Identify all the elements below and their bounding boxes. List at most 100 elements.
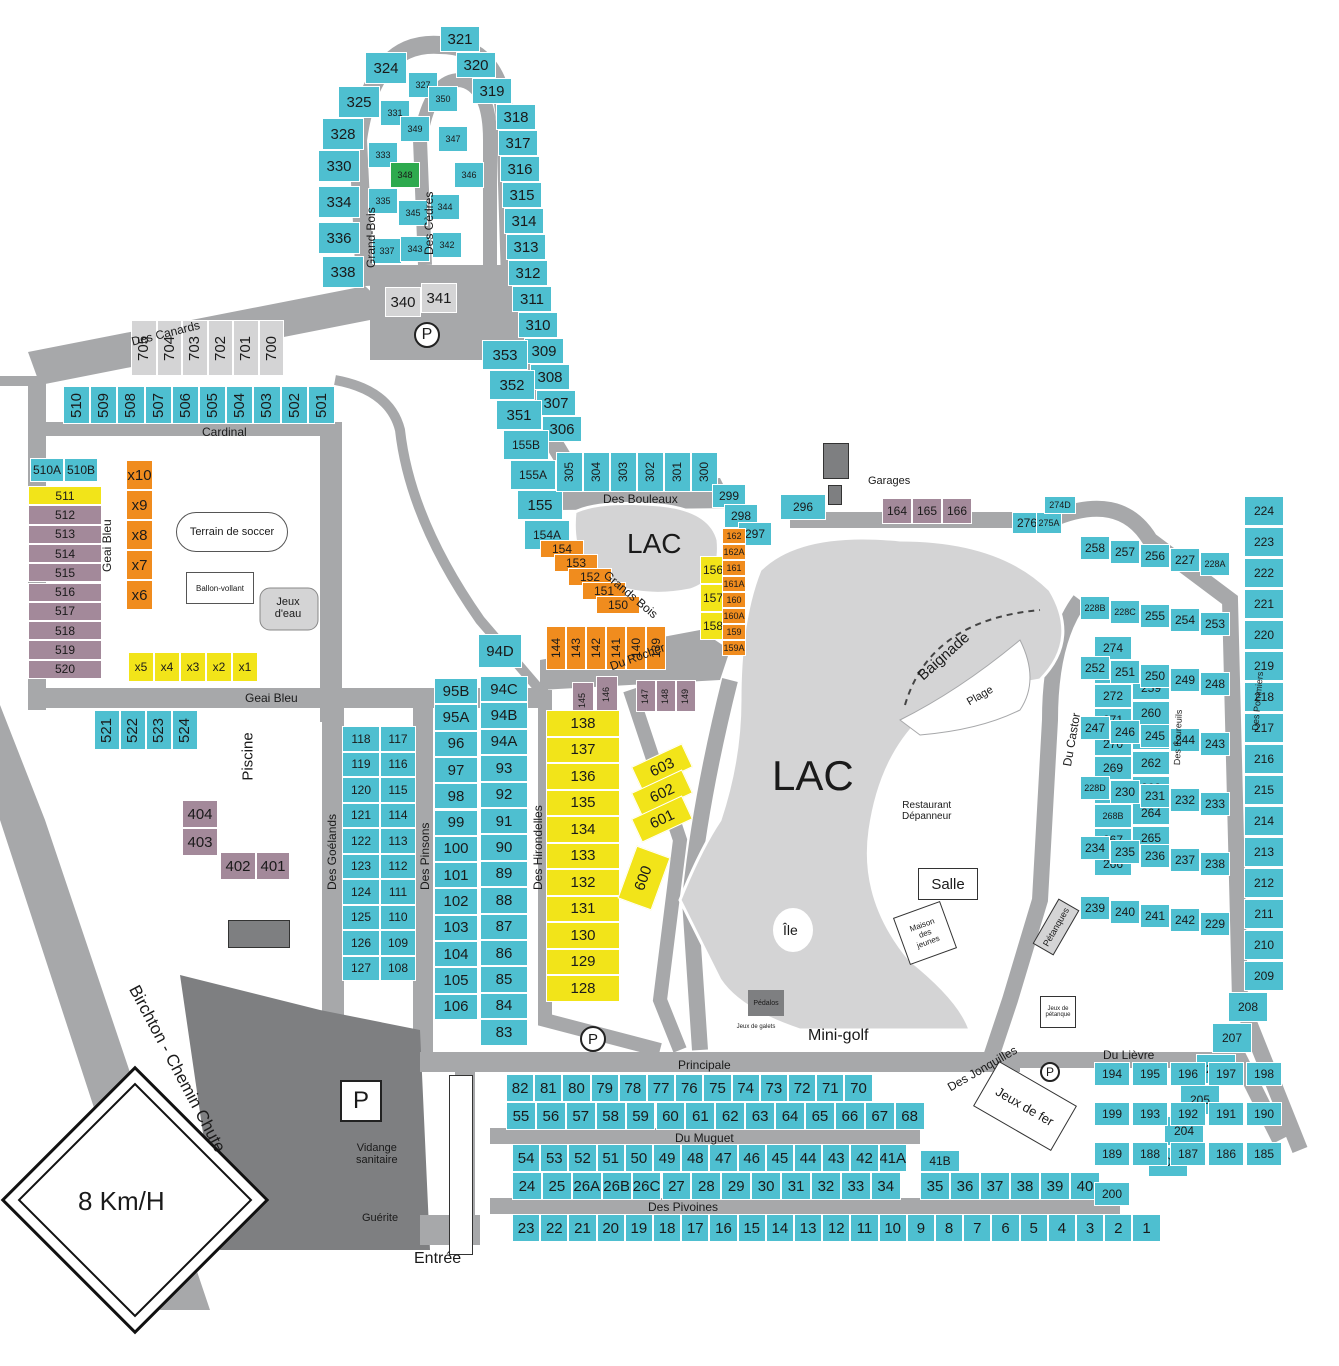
site-53[interactable]: 53 — [540, 1144, 569, 1172]
site-56[interactable]: 56 — [535, 1102, 566, 1130]
site-x5[interactable]: x5 — [128, 652, 154, 682]
site-123[interactable]: 123 — [342, 853, 380, 879]
site-274d[interactable]: 274D — [1044, 496, 1076, 514]
site-31[interactable]: 31 — [781, 1172, 811, 1200]
site-79[interactable]: 79 — [590, 1074, 619, 1102]
site-510[interactable]: 510 — [63, 386, 91, 424]
site-116[interactable]: 116 — [380, 751, 416, 777]
site-520[interactable]: 520 — [28, 659, 102, 679]
site-343[interactable]: 343 — [400, 236, 430, 262]
site-x10[interactable]: x10 — [126, 460, 153, 490]
site-250[interactable]: 250 — [1140, 664, 1170, 688]
site-26c[interactable]: 26C — [631, 1172, 662, 1200]
site-14[interactable]: 14 — [765, 1214, 794, 1242]
site-523[interactable]: 523 — [146, 710, 172, 750]
site-38[interactable]: 38 — [1010, 1172, 1040, 1200]
site-200[interactable]: 200 — [1094, 1182, 1130, 1206]
site-335[interactable]: 335 — [368, 188, 398, 214]
site-216[interactable]: 216 — [1244, 744, 1284, 774]
site-71[interactable]: 71 — [816, 1074, 845, 1102]
site-504[interactable]: 504 — [226, 386, 254, 424]
site-99[interactable]: 99 — [434, 809, 478, 836]
site-227[interactable]: 227 — [1170, 548, 1200, 572]
site-140[interactable]: 140 — [626, 626, 646, 670]
site-256[interactable]: 256 — [1140, 544, 1170, 568]
site-319[interactable]: 319 — [472, 78, 512, 104]
site-93[interactable]: 93 — [480, 755, 528, 782]
site-121[interactable]: 121 — [342, 802, 380, 828]
site-x9[interactable]: x9 — [126, 490, 153, 520]
site-228d[interactable]: 228D — [1080, 776, 1110, 800]
site-44[interactable]: 44 — [794, 1144, 823, 1172]
site-197[interactable]: 197 — [1208, 1062, 1244, 1086]
site-320[interactable]: 320 — [456, 52, 496, 78]
site-155b[interactable]: 155B — [503, 430, 549, 460]
site-700[interactable]: 700 — [258, 320, 284, 376]
site-193[interactable]: 193 — [1132, 1102, 1168, 1126]
site-221[interactable]: 221 — [1244, 589, 1284, 619]
site-143[interactable]: 143 — [566, 626, 586, 670]
site-137[interactable]: 137 — [546, 736, 620, 763]
site-402[interactable]: 402 — [220, 852, 256, 880]
site-248[interactable]: 248 — [1200, 672, 1230, 696]
site-94d[interactable]: 94D — [478, 634, 522, 668]
site-255[interactable]: 255 — [1140, 604, 1170, 628]
site-161[interactable]: 161 — [722, 560, 746, 576]
site-61[interactable]: 61 — [685, 1102, 716, 1130]
site-1[interactable]: 1 — [1132, 1214, 1161, 1242]
site-234[interactable]: 234 — [1080, 836, 1110, 860]
site-105[interactable]: 105 — [434, 967, 478, 994]
site-237[interactable]: 237 — [1170, 848, 1200, 872]
site-39[interactable]: 39 — [1040, 1172, 1070, 1200]
site-189[interactable]: 189 — [1094, 1142, 1130, 1166]
site-208[interactable]: 208 — [1228, 992, 1268, 1022]
site-108[interactable]: 108 — [380, 955, 416, 981]
site-164[interactable]: 164 — [882, 498, 912, 524]
site-146[interactable]: 146 — [596, 676, 618, 712]
site-220[interactable]: 220 — [1244, 620, 1284, 650]
site-303[interactable]: 303 — [610, 452, 637, 492]
site-244[interactable]: 244 — [1170, 728, 1200, 752]
site-33[interactable]: 33 — [840, 1172, 871, 1200]
site-509[interactable]: 509 — [90, 386, 118, 424]
site-185[interactable]: 185 — [1246, 1142, 1282, 1166]
site-120[interactable]: 120 — [342, 777, 380, 803]
site-512[interactable]: 512 — [28, 505, 102, 525]
site-195[interactable]: 195 — [1132, 1062, 1168, 1086]
site-92[interactable]: 92 — [480, 781, 528, 808]
site-87[interactable]: 87 — [480, 913, 528, 940]
site-18[interactable]: 18 — [653, 1214, 682, 1242]
site-191[interactable]: 191 — [1208, 1102, 1244, 1126]
site-72[interactable]: 72 — [788, 1074, 817, 1102]
site-162[interactable]: 162 — [722, 528, 746, 544]
site-133[interactable]: 133 — [546, 842, 620, 869]
site-42[interactable]: 42 — [850, 1144, 879, 1172]
site-186[interactable]: 186 — [1208, 1142, 1244, 1166]
site-147[interactable]: 147 — [636, 680, 656, 712]
site-101[interactable]: 101 — [434, 862, 478, 889]
site-328[interactable]: 328 — [322, 118, 364, 150]
site-97[interactable]: 97 — [434, 756, 478, 784]
site-11[interactable]: 11 — [850, 1214, 879, 1242]
site-314[interactable]: 314 — [504, 208, 544, 234]
site-x8[interactable]: x8 — [126, 520, 153, 550]
site-155a[interactable]: 155A — [510, 460, 556, 490]
site-258[interactable]: 258 — [1080, 536, 1110, 560]
site-6[interactable]: 6 — [991, 1214, 1020, 1242]
site-223[interactable]: 223 — [1244, 527, 1284, 557]
site-215[interactable]: 215 — [1244, 775, 1284, 805]
site-13[interactable]: 13 — [794, 1214, 823, 1242]
site-x6[interactable]: x6 — [126, 580, 153, 610]
site-36[interactable]: 36 — [950, 1172, 980, 1200]
site-21[interactable]: 21 — [568, 1214, 597, 1242]
site-152[interactable]: 152 — [568, 568, 612, 586]
site-218[interactable]: 218 — [1244, 682, 1284, 712]
site-160a[interactable]: 160A — [722, 608, 746, 624]
site-75[interactable]: 75 — [703, 1074, 732, 1102]
site-135[interactable]: 135 — [546, 789, 620, 816]
site-165[interactable]: 165 — [912, 498, 942, 524]
site-522[interactable]: 522 — [120, 710, 146, 750]
site-349[interactable]: 349 — [400, 116, 430, 142]
site-x7[interactable]: x7 — [126, 550, 153, 580]
site-333[interactable]: 333 — [368, 142, 398, 168]
